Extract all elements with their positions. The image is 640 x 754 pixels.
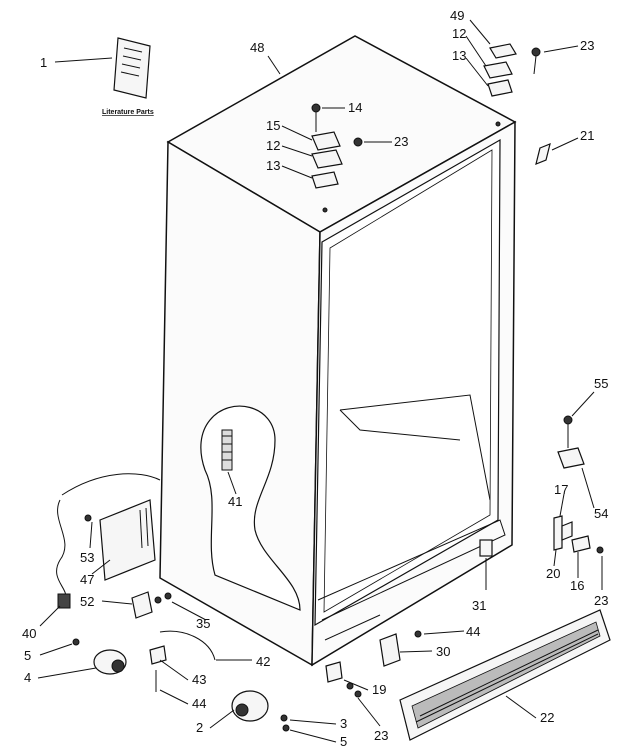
callout-2: 2	[196, 720, 203, 735]
callout-52: 52	[80, 594, 94, 609]
callout-5-upper: 5	[24, 648, 31, 663]
callout-14: 14	[348, 100, 362, 115]
callout-23-bottom: 23	[374, 728, 388, 743]
callout-42: 42	[256, 654, 270, 669]
callout-3: 3	[340, 716, 347, 731]
callout-47: 47	[80, 572, 94, 587]
callout-23-upper: 23	[580, 38, 594, 53]
callout-12-lower: 12	[266, 138, 280, 153]
bracket-30	[379, 630, 422, 667]
callout-41: 41	[228, 494, 242, 509]
coil-part	[221, 429, 233, 471]
callout-49: 49	[450, 8, 464, 23]
callout-12-upper: 12	[452, 26, 466, 41]
bracket-52	[131, 591, 172, 619]
callout-48: 48	[250, 40, 264, 55]
callout-15: 15	[266, 118, 280, 133]
literature-parts: Literature Parts	[102, 37, 154, 116]
callout-22: 22	[540, 710, 554, 725]
callout-labels: 1 48 49 12 13 23 14 15 12 13 23 21 55 41…	[22, 8, 608, 749]
leveling-foot	[72, 638, 127, 675]
callout-20: 20	[546, 566, 560, 581]
cabinet	[159, 35, 517, 667]
clip-part	[535, 143, 551, 165]
bottom-hinge-right	[553, 415, 604, 554]
callout-5-lower: 5	[340, 734, 347, 749]
callout-30: 30	[436, 644, 450, 659]
callout-19: 19	[372, 682, 386, 697]
callout-44-right: 44	[466, 624, 480, 639]
power-cord	[56, 473, 161, 609]
callout-55: 55	[594, 376, 608, 391]
leader-lines	[37, 19, 603, 743]
callout-35: 35	[196, 616, 210, 631]
callout-17: 17	[554, 482, 568, 497]
top-hinge-right	[483, 43, 541, 127]
callout-53: 53	[80, 550, 94, 565]
callout-1: 1	[40, 55, 47, 70]
callout-40: 40	[22, 626, 36, 641]
switch-31	[479, 539, 493, 557]
callout-43: 43	[192, 672, 206, 687]
callout-31: 31	[472, 598, 486, 613]
callout-13-upper: 13	[452, 48, 466, 63]
callout-4: 4	[24, 670, 31, 685]
callout-16: 16	[570, 578, 584, 593]
toe-grille	[399, 609, 611, 741]
bracket-19	[325, 661, 362, 698]
roller-assembly	[231, 690, 290, 732]
callout-23-right: 23	[594, 593, 608, 608]
callout-54: 54	[594, 506, 608, 521]
drain-tube	[149, 630, 216, 692]
control-box	[84, 499, 156, 581]
callout-21: 21	[580, 128, 594, 143]
top-hinge-center	[311, 103, 363, 213]
callout-13-lower: 13	[266, 158, 280, 173]
callout-23-center: 23	[394, 134, 408, 149]
callout-44-left: 44	[192, 696, 206, 711]
literature-parts-caption: Literature Parts	[102, 109, 154, 116]
